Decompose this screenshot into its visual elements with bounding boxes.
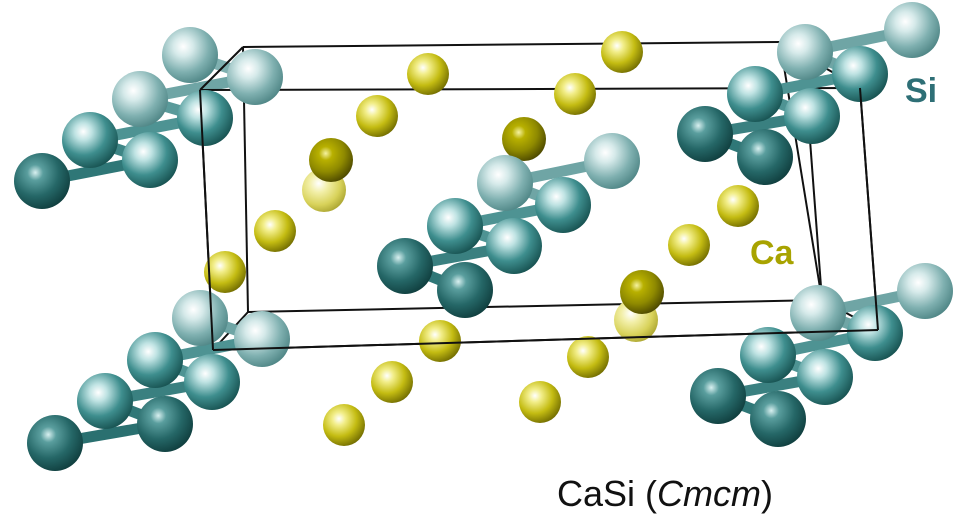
si-chain-center <box>377 133 640 318</box>
ca-atom <box>502 117 546 161</box>
si-atom <box>832 46 888 102</box>
si-atom <box>477 155 533 211</box>
si-atom <box>847 305 903 361</box>
si-atom <box>184 354 240 410</box>
si-atom <box>162 27 218 83</box>
ca-element-label: Ca <box>750 234 794 272</box>
ca-atom <box>601 31 643 73</box>
si-atom <box>137 396 193 452</box>
si-element-label: Si <box>905 72 938 110</box>
si-atom <box>377 238 433 294</box>
si-atom <box>427 198 483 254</box>
si-atom <box>535 177 591 233</box>
si-atom <box>227 49 283 105</box>
si-atom <box>172 290 228 346</box>
si-atom <box>127 332 183 388</box>
si-atom <box>884 2 940 58</box>
si-atom <box>690 368 746 424</box>
ca-atoms-front <box>323 270 664 446</box>
si-chain-lower-left <box>27 290 290 471</box>
ca-atom <box>717 185 759 227</box>
ca-atom <box>620 270 664 314</box>
ca-atom <box>567 336 609 378</box>
caption-space-group: Cmcm <box>657 473 762 514</box>
ca-atom <box>554 73 596 115</box>
si-atom <box>486 218 542 274</box>
si-atom <box>177 90 233 146</box>
caption-suffix: ) <box>761 473 774 514</box>
si-atom <box>784 88 840 144</box>
si-atom <box>62 112 118 168</box>
ca-atom <box>323 404 365 446</box>
si-atom <box>27 415 83 471</box>
si-atom <box>122 132 178 188</box>
si-atom <box>777 24 833 80</box>
si-atom <box>112 71 168 127</box>
si-atom <box>737 129 793 185</box>
si-atom <box>437 262 493 318</box>
si-atom <box>797 349 853 405</box>
ca-atom <box>519 381 561 423</box>
ca-atom <box>419 320 461 362</box>
unit-cell-front-edges <box>199 87 879 351</box>
si-atom <box>790 285 846 341</box>
si-chain-lower-right <box>690 263 953 447</box>
ca-atom <box>668 224 710 266</box>
si-atom <box>77 373 133 429</box>
si-atom <box>897 263 953 319</box>
si-atom <box>740 327 796 383</box>
ca-atoms-back <box>204 31 759 293</box>
si-atom <box>234 311 290 367</box>
ca-atom <box>371 361 413 403</box>
ca-atom <box>356 95 398 137</box>
caption-prefix: CaSi ( <box>557 473 658 514</box>
si-atom <box>584 133 640 189</box>
ca-atom <box>309 138 353 182</box>
structure-caption: CaSi (Cmcm) <box>557 476 773 512</box>
si-atom <box>727 66 783 122</box>
si-atom <box>677 106 733 162</box>
ca-atom <box>407 53 449 95</box>
si-atom <box>14 153 70 209</box>
ca-atom <box>254 210 296 252</box>
si-atom <box>750 391 806 447</box>
si-chain-upper-right <box>677 2 940 185</box>
ca-atom <box>204 251 246 293</box>
si-chain-upper-left <box>14 27 283 209</box>
